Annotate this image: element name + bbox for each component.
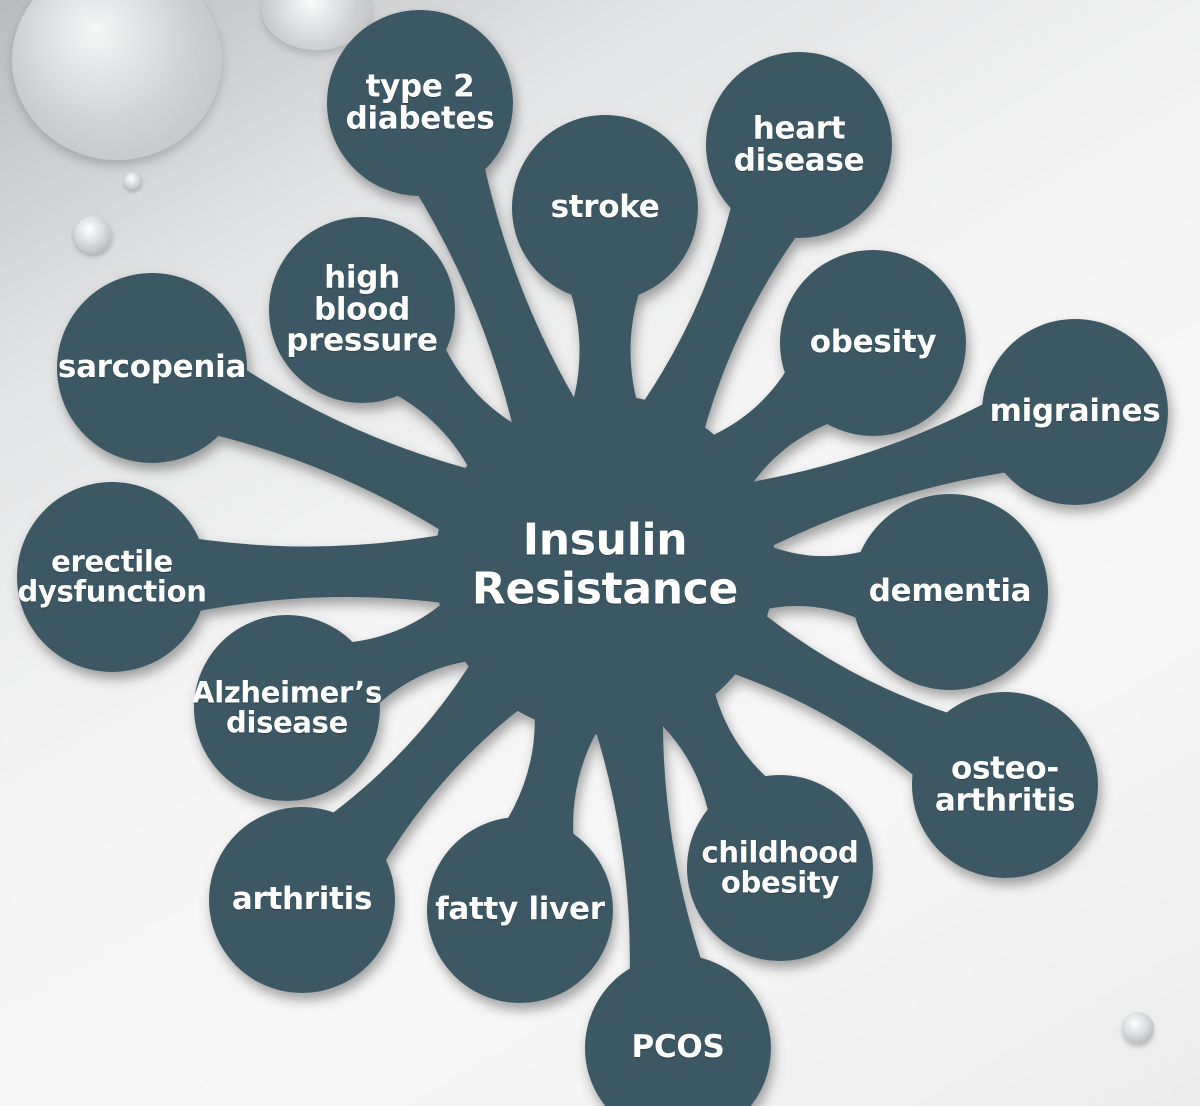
node-pcos bbox=[585, 955, 771, 1106]
center-label-insulin-resistance: Insulin Resistance bbox=[471, 514, 739, 615]
node-label-erectile-dysfunction: erectile dysfunction bbox=[17, 544, 207, 608]
node-high-blood-pressure bbox=[269, 217, 455, 403]
node-arthritis bbox=[209, 807, 395, 993]
stem-heart-disease bbox=[635, 195, 803, 444]
water-drop-tiny-decoration bbox=[124, 172, 142, 190]
node-sarcopenia bbox=[57, 273, 247, 463]
node-label-stroke: stroke bbox=[550, 189, 660, 226]
node-shapes bbox=[17, 10, 1168, 1106]
node-erectile-dysfunction bbox=[17, 482, 207, 672]
node-label-fatty-liver: fatty liver bbox=[435, 891, 605, 928]
node-label-arthritis: arthritis bbox=[231, 881, 373, 918]
center-node-insulin-resistance bbox=[435, 395, 775, 735]
stem-type-2-diabetes bbox=[411, 156, 583, 440]
water-drop-large-decoration bbox=[12, 0, 222, 160]
water-drop-corner-decoration bbox=[1122, 1012, 1154, 1044]
node-label-sarcopenia: sarcopenia bbox=[57, 349, 247, 386]
node-label-osteoarthritis: osteo- arthritis bbox=[934, 750, 1076, 818]
node-heart-disease bbox=[706, 52, 892, 238]
node-label-high-blood-pressure: high blood pressure bbox=[286, 259, 438, 359]
node-label-alzheimers-disease: Alzheimer’s disease bbox=[192, 675, 382, 739]
stem-osteoarthritis bbox=[719, 605, 960, 784]
node-childhood-obesity bbox=[687, 775, 873, 961]
stem-sarcopenia bbox=[205, 363, 482, 539]
node-fatty-liver bbox=[427, 817, 613, 1003]
node-migraines bbox=[982, 319, 1168, 505]
node-label-dementia: dementia bbox=[868, 573, 1032, 610]
node-dementia bbox=[852, 494, 1048, 690]
node-obesity bbox=[780, 250, 966, 436]
node-osteoarthritis bbox=[912, 692, 1098, 878]
node-label-pcos: PCOS bbox=[631, 1029, 725, 1066]
node-alzheimers-disease bbox=[194, 615, 380, 801]
node-label-heart-disease: heart disease bbox=[733, 110, 865, 178]
stem-dementia bbox=[751, 540, 876, 624]
stem-migraines bbox=[736, 398, 1018, 553]
stem-fatty-liver bbox=[500, 702, 605, 849]
stem-stroke bbox=[567, 281, 643, 415]
stem-erectile-dysfunction bbox=[186, 532, 456, 614]
stem-pcos bbox=[591, 707, 705, 982]
node-label-childhood-obesity: childhood obesity bbox=[701, 835, 859, 899]
node-stroke bbox=[512, 115, 698, 301]
node-label-obesity: obesity bbox=[809, 324, 937, 361]
water-drop-small-decoration bbox=[74, 216, 112, 254]
node-label-migraines: migraines bbox=[989, 393, 1161, 430]
node-label-type-2-diabetes: type 2 diabetes bbox=[345, 68, 495, 136]
node-type-2-diabetes bbox=[327, 10, 513, 196]
stem-arthritis bbox=[322, 652, 532, 872]
